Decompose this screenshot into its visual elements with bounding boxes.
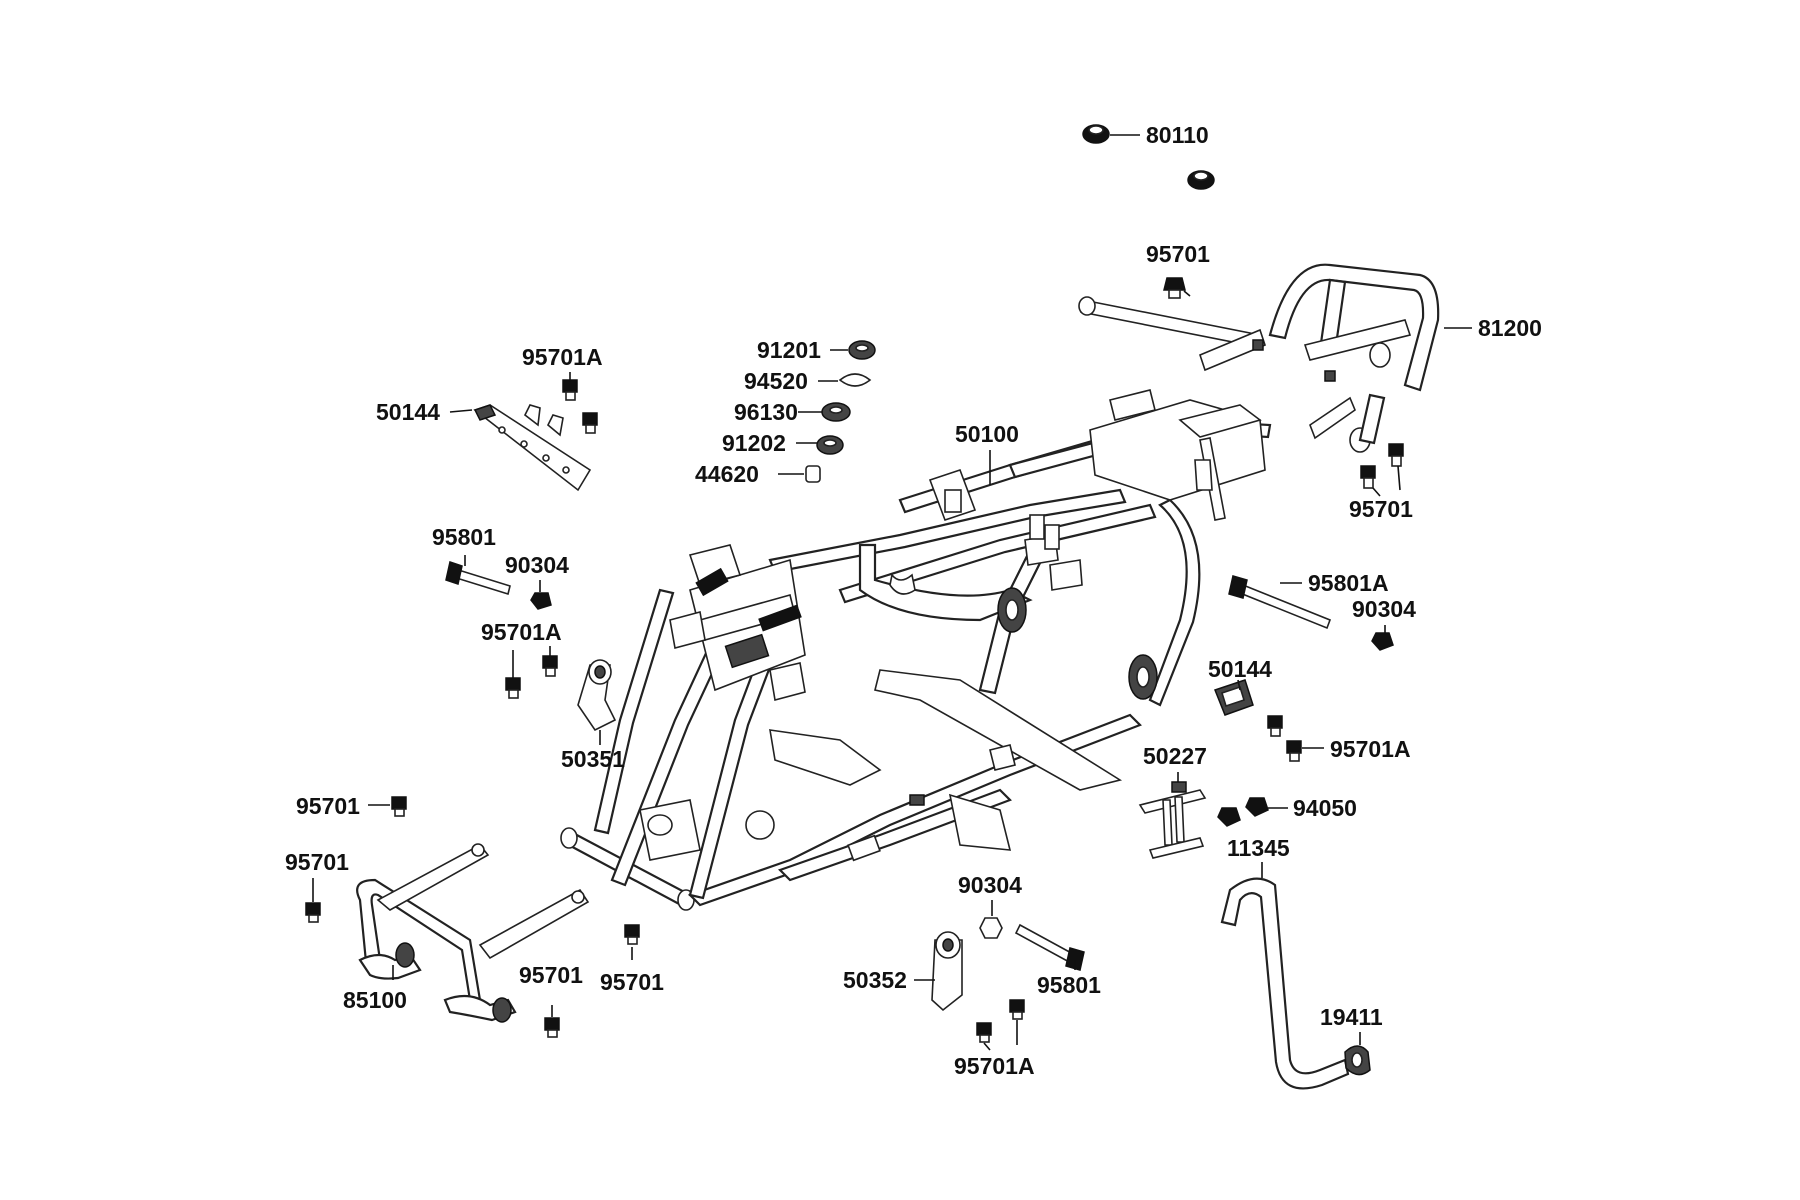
hose-11345 [1220, 877, 1350, 1090]
callout-11345: 11345 [1227, 835, 1290, 861]
callout-94050: 94050 [1293, 795, 1357, 821]
bracket-50144-left [473, 379, 598, 492]
bolts-95701-right [1360, 443, 1404, 489]
callout-50144-left: 50144 [376, 399, 440, 425]
clamp-19411 [1344, 1045, 1371, 1076]
callout-94520: 94520 [744, 368, 808, 394]
main-frame-50100 [560, 389, 1272, 911]
callout-95801a: 95801A [1308, 570, 1389, 596]
rubber-bumper-80110 [1082, 124, 1215, 190]
callout-95701a-top: 95701A [522, 344, 603, 370]
callout-95701-right: 95701 [1349, 496, 1413, 522]
callout-95801-bottom: 95801 [1037, 972, 1101, 998]
callout-95701-left1: 95701 [296, 793, 360, 819]
callout-95701-left2: 95701 [285, 849, 349, 875]
engine-mount-50352 [931, 931, 963, 1012]
engine-mount-50351 [577, 659, 617, 732]
callout-85100: 85100 [343, 987, 407, 1013]
bolt-95801a [1228, 575, 1332, 630]
nut-90304-right [1371, 632, 1394, 651]
callout-90304-right: 90304 [1352, 596, 1416, 622]
callout-50100: 50100 [955, 421, 1019, 447]
callout-80110: 80110 [1146, 122, 1209, 148]
callout-19411: 19411 [1320, 1004, 1383, 1030]
bolt-95701-left1 [391, 796, 407, 817]
bolt-95801-bottom [1014, 923, 1085, 971]
callout-50352: 50352 [843, 967, 907, 993]
callout-50227: 50227 [1143, 743, 1207, 769]
bracket-50144-right [1214, 679, 1254, 716]
bolt-95701-top [1163, 277, 1186, 299]
callout-95701-top: 95701 [1146, 241, 1210, 267]
bolts-95701a-bottom [976, 999, 1025, 1043]
callout-95701a-bottom: 95701A [954, 1053, 1035, 1079]
bolt-95701-left2 [305, 902, 321, 923]
callout-95701-bottom1: 95701 [519, 962, 583, 988]
callout-96130: 96130 [734, 399, 798, 425]
callout-50351: 50351 [561, 746, 625, 772]
bolts-95701a-right [1267, 715, 1302, 762]
callout-95701a-right: 95701A [1330, 736, 1411, 762]
callout-44620: 44620 [695, 461, 759, 487]
rear-rack-81200 [1078, 263, 1440, 453]
callout-91202: 91202 [722, 430, 786, 456]
steering-bearing-stack [805, 340, 876, 483]
callout-50144-right: 50144 [1208, 656, 1272, 682]
bracket-50227 [1138, 781, 1207, 859]
bolt-95801-left [445, 561, 552, 610]
bolt-95701-bottom1 [544, 1017, 560, 1038]
callout-95701-bottom2: 95701 [600, 969, 664, 995]
callout-90304-bottom: 90304 [958, 872, 1022, 898]
bolt-95701-bottom2 [624, 924, 640, 945]
callout-95801-left: 95801 [432, 524, 496, 550]
callout-90304-left: 90304 [505, 552, 569, 578]
front-guard-85100 [356, 843, 590, 1023]
callout-81200: 81200 [1478, 315, 1542, 341]
nuts-94050 [1217, 797, 1269, 827]
callout-91201: 91201 [757, 337, 821, 363]
callout-95701a-midleft: 95701A [481, 619, 562, 645]
nut-90304-bottom [979, 917, 1003, 939]
